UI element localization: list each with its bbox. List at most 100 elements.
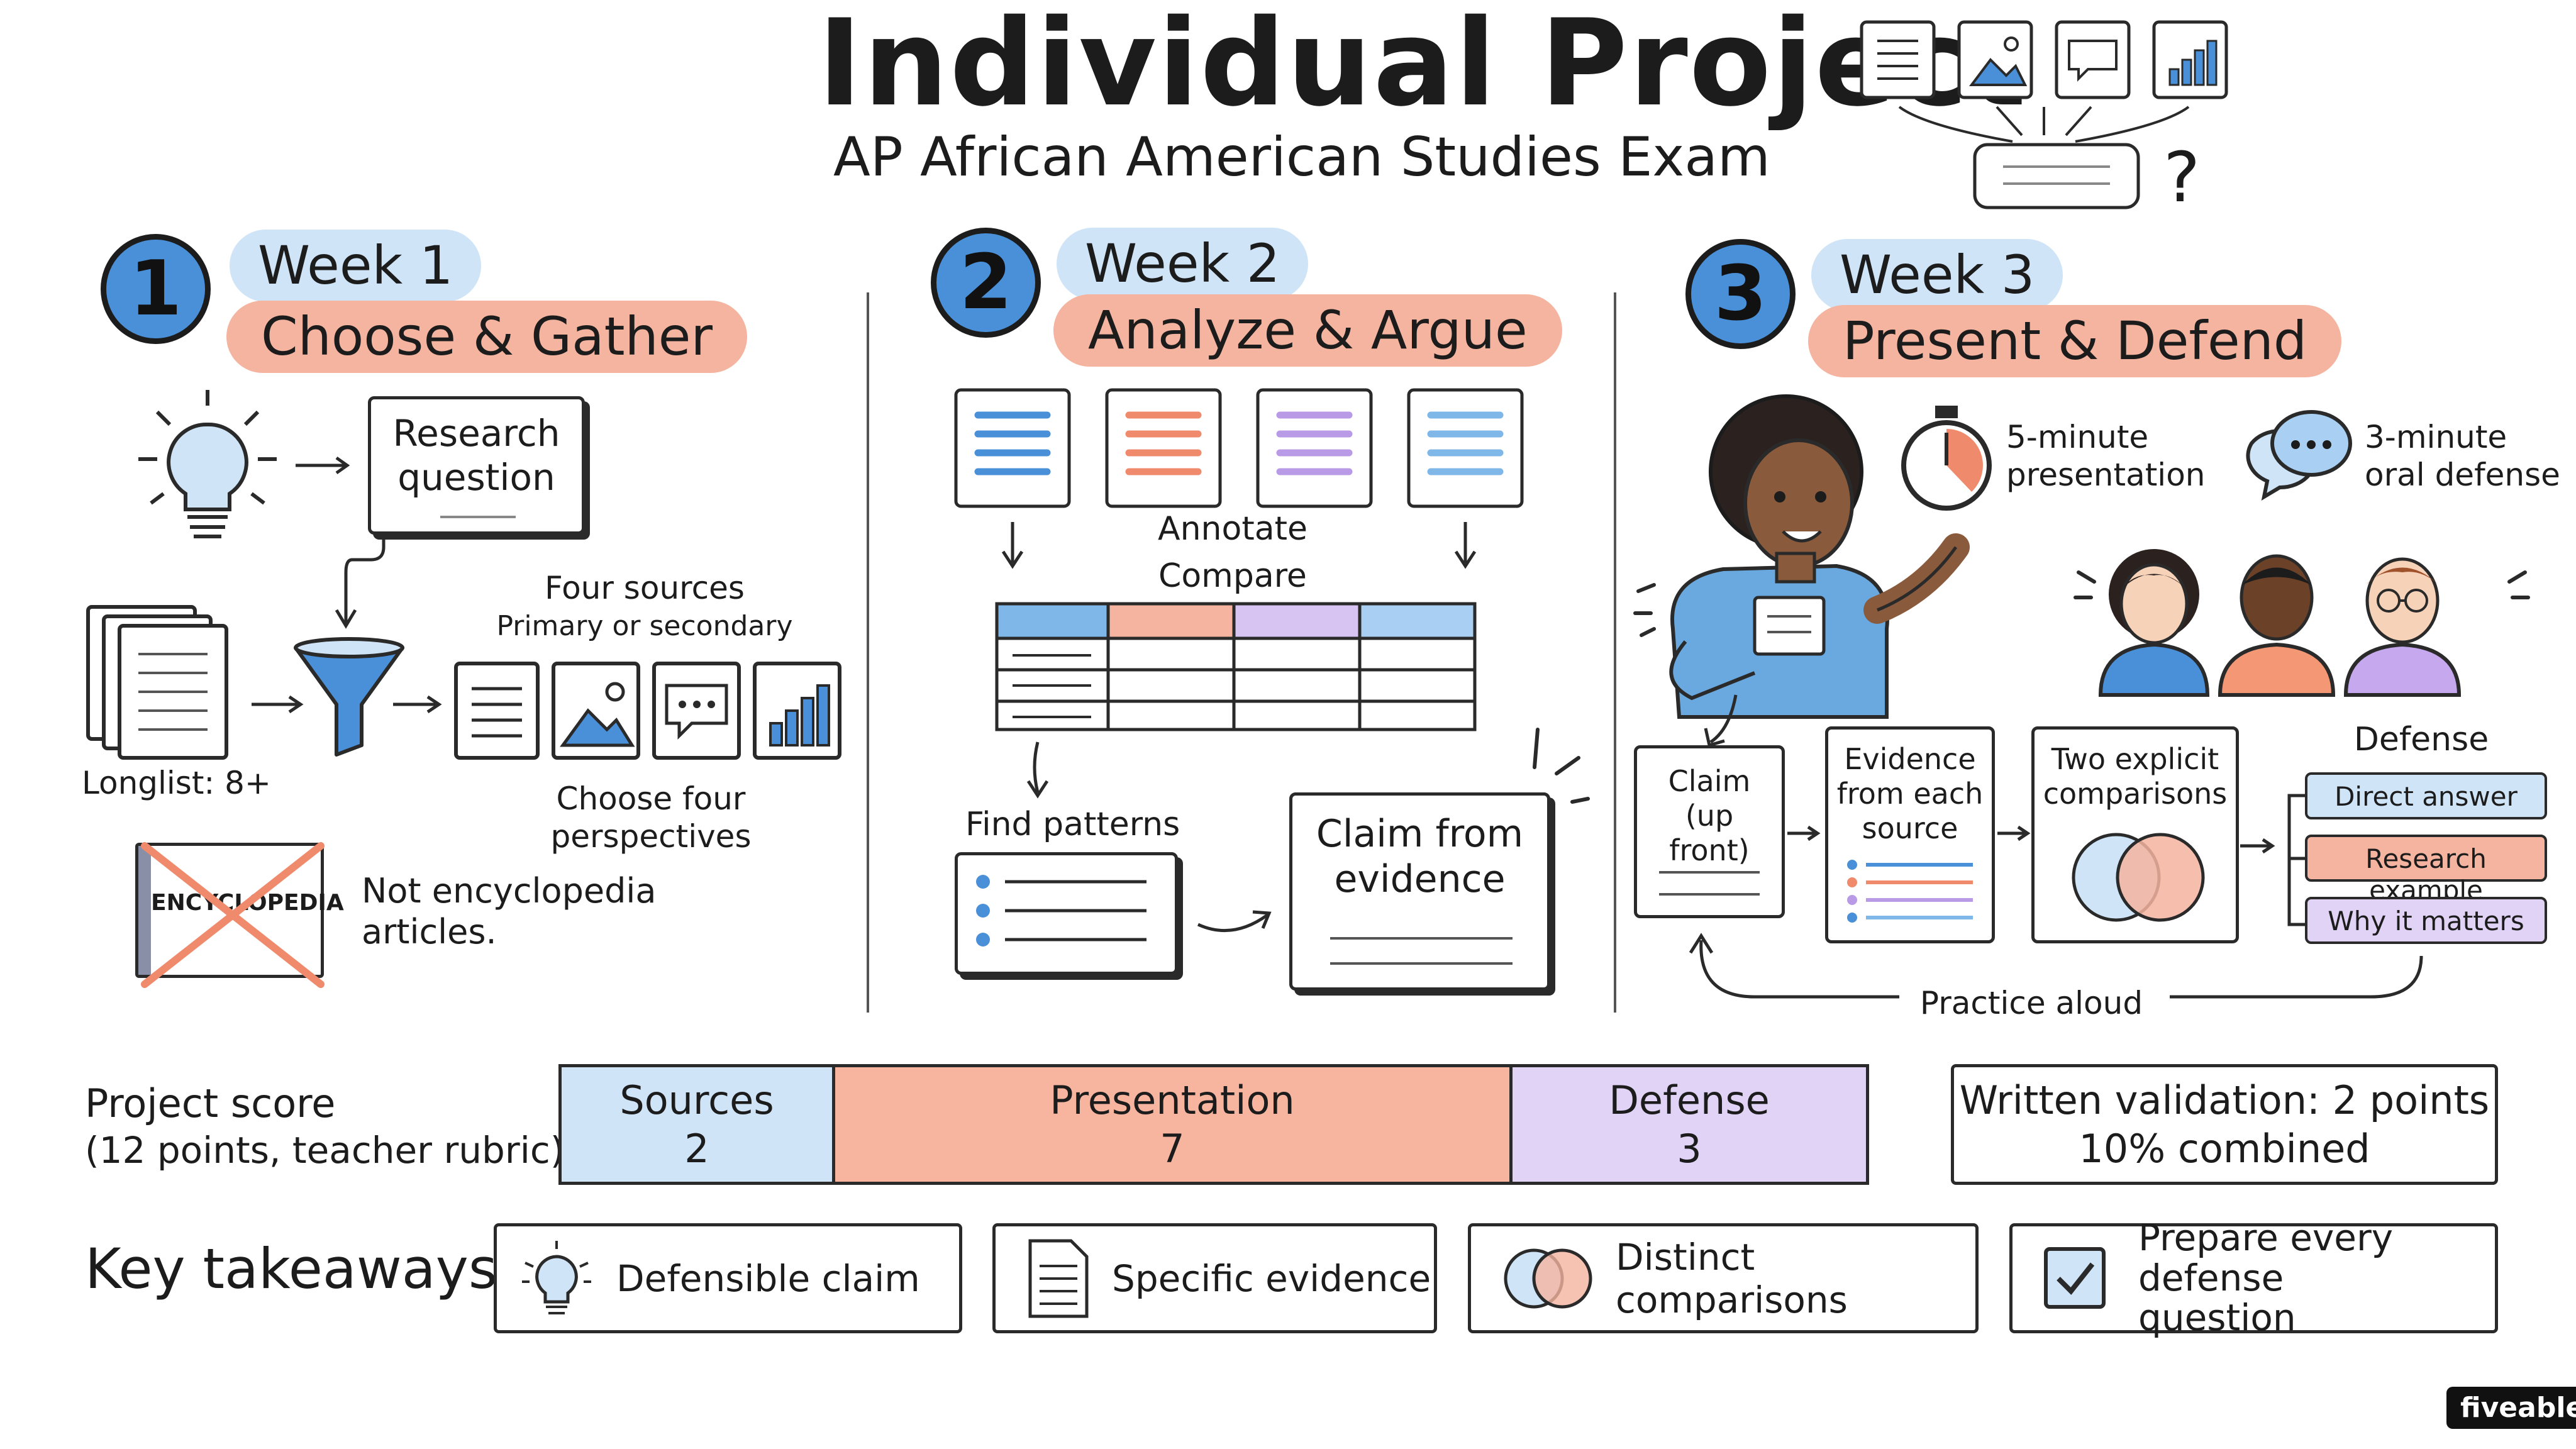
brand-badge: fiveable bbox=[2446, 1387, 2576, 1429]
practice-aloud-label: Practice aloud bbox=[1919, 985, 2143, 1021]
step-number-1: 1 bbox=[101, 234, 211, 344]
takeaway-distinct-comparisons: Distinct comparisons bbox=[1468, 1223, 1979, 1333]
arrow-right-icon bbox=[1997, 825, 2031, 841]
defense-item-direct-answer: Direct answer bbox=[2305, 772, 2547, 819]
box-line bbox=[1659, 893, 1760, 896]
book-spine bbox=[138, 846, 151, 975]
arrow-right-icon bbox=[2240, 838, 2275, 854]
lightbulb-icon bbox=[522, 1240, 591, 1314]
claim-from-evidence-card: Claim from evidence bbox=[1289, 792, 1550, 991]
page-title: Individual Project bbox=[818, 0, 2028, 133]
stopwatch-icon bbox=[1901, 406, 1992, 511]
find-patterns-label: Find patterns bbox=[965, 806, 1180, 843]
card-underline bbox=[440, 516, 516, 518]
venn-diagram-icon bbox=[1504, 1248, 1592, 1308]
card-line bbox=[1330, 937, 1513, 940]
venn-diagram-icon bbox=[2072, 833, 2205, 922]
defense-item-label: Why it matters bbox=[2328, 906, 2524, 936]
written-validation-box: Written validation: 2 points 10% combine… bbox=[1951, 1064, 2498, 1185]
practice-loop-arrow bbox=[1689, 933, 2423, 999]
week-1-label: Week 1 bbox=[230, 230, 482, 302]
takeaway-text: Prepare every defense question bbox=[2138, 1216, 2394, 1340]
defense-item-research-example: Research example bbox=[2305, 835, 2547, 906]
compare-label: Compare bbox=[1158, 557, 1307, 595]
presenter-illustration bbox=[1633, 394, 1970, 719]
lightbulb-icon bbox=[138, 390, 277, 538]
score-segment-defense: Defense 3 bbox=[1509, 1064, 1869, 1185]
arrow-down-icon bbox=[335, 535, 386, 629]
comparisons-box: Two explicit comparisons bbox=[2031, 726, 2239, 943]
written-validation-percent: 10% combined bbox=[2079, 1126, 2370, 1172]
week-3-label: Week 3 bbox=[1811, 239, 2063, 311]
source-types-label: Primary or secondary bbox=[496, 610, 793, 642]
takeaway-specific-evidence: Specific evidence bbox=[992, 1223, 1437, 1333]
week-1-phase: Choose & Gather bbox=[226, 301, 747, 373]
arrow-right-icon bbox=[1197, 910, 1272, 933]
arrow-down-icon bbox=[1704, 694, 1738, 748]
cross-out-icon bbox=[141, 842, 325, 988]
card-line bbox=[1330, 962, 1513, 965]
document-icon bbox=[1028, 1239, 1089, 1318]
page-subtitle: AP African American Studies Exam bbox=[833, 126, 1770, 189]
column-divider-1 bbox=[867, 292, 869, 1013]
not-encyclopedia-text: Not encyclopedia articles. bbox=[362, 871, 657, 952]
week-3-phase: Present & Defend bbox=[1808, 305, 2342, 377]
takeaway-prepare-defense: Prepare every defense question bbox=[2009, 1218, 2498, 1338]
step-number-2: 2 bbox=[931, 228, 1041, 338]
score-segment-sources: Sources 2 bbox=[558, 1064, 835, 1185]
choose-four-label: Choose four perspectives bbox=[550, 780, 752, 855]
comparisons-box-text: Two explicit comparisons bbox=[2043, 742, 2228, 811]
defense-item-label: Direct answer bbox=[2334, 781, 2518, 812]
takeaway-text: Defensible claim bbox=[616, 1257, 920, 1300]
presentation-time-label: 5-minute presentation bbox=[2006, 419, 2206, 493]
spark-icon bbox=[1533, 728, 1590, 804]
arrow-right-icon bbox=[252, 695, 304, 714]
arrow-right-icon bbox=[296, 456, 350, 475]
checkbox-checked-icon bbox=[2044, 1246, 2106, 1309]
key-takeaways-heading: Key takeaways: bbox=[85, 1236, 516, 1301]
speech-bubbles-icon bbox=[2246, 410, 2352, 501]
claim-box-text: Claim (up front) bbox=[1668, 764, 1751, 868]
four-sources-label: Four sources bbox=[545, 570, 745, 606]
written-validation-text: Written validation: 2 points bbox=[1959, 1077, 2490, 1123]
defense-time-label: 3-minute oral defense bbox=[2365, 419, 2560, 493]
score-segment-name: Defense bbox=[1609, 1077, 1770, 1123]
research-question-text: Research question bbox=[392, 412, 560, 499]
score-segment-points: 7 bbox=[1160, 1126, 1185, 1172]
takeaway-text: Specific evidence bbox=[1112, 1257, 1431, 1300]
score-segment-points: 2 bbox=[684, 1126, 709, 1172]
takeaway-defensible-claim: Defensible claim bbox=[494, 1223, 962, 1333]
score-segment-name: Sources bbox=[619, 1077, 774, 1123]
column-divider-2 bbox=[1614, 292, 1616, 1013]
evidence-box-text: Evidence from each source bbox=[1836, 742, 1984, 846]
funnel-icon bbox=[294, 637, 404, 757]
svg-text:?: ? bbox=[2163, 137, 2200, 218]
project-score-sublabel: (12 points, teacher rubric) bbox=[85, 1129, 565, 1172]
box-line bbox=[1659, 871, 1760, 874]
week-2-label: Week 2 bbox=[1057, 228, 1309, 300]
score-segment-name: Presentation bbox=[1050, 1077, 1295, 1123]
step-number-3: 3 bbox=[1685, 239, 1796, 349]
colored-evidence-lines bbox=[1847, 860, 1973, 923]
comparison-table bbox=[995, 602, 1477, 731]
arrow-down-icon bbox=[1026, 741, 1049, 799]
arrow-right-icon bbox=[393, 695, 442, 714]
score-segment-points: 3 bbox=[1677, 1126, 1702, 1172]
audience-illustration bbox=[2074, 549, 2530, 697]
research-question-card: Research question bbox=[368, 396, 585, 535]
takeaway-text: Distinct comparisons bbox=[1616, 1235, 1848, 1321]
claim-box: Claim (up front) bbox=[1634, 745, 1785, 918]
defense-heading: Defense bbox=[2353, 721, 2489, 758]
defense-item-why-it-matters: Why it matters bbox=[2305, 897, 2547, 944]
evidence-box: Evidence from each source bbox=[1825, 726, 1995, 943]
project-score-label: Project score bbox=[85, 1080, 336, 1126]
arrow-right-icon bbox=[1787, 825, 1821, 841]
longlist-label: Longlist: 8+ bbox=[82, 765, 271, 801]
week-2-phase: Analyze & Argue bbox=[1053, 294, 1562, 367]
bullet-list-icon bbox=[976, 875, 1146, 947]
annotated-documents bbox=[954, 388, 1524, 569]
claim-from-evidence-text: Claim from evidence bbox=[1316, 812, 1524, 901]
annotate-label: Annotate bbox=[1158, 510, 1307, 548]
sources-to-question-icon: ? bbox=[1860, 20, 2228, 218]
document-stack-icon bbox=[86, 605, 228, 760]
